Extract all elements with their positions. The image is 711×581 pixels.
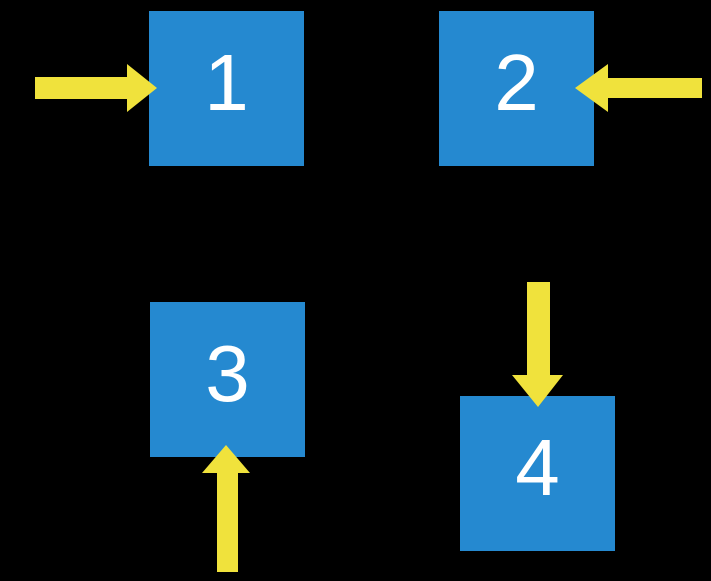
box-3-label: 3 <box>205 328 250 418</box>
arrow-right-icon <box>35 64 157 112</box>
box-2: 2 <box>439 11 594 166</box>
arrow-left-icon <box>575 64 702 112</box>
box-1-label: 1 <box>204 37 249 127</box>
arrow-down-icon <box>512 282 563 407</box>
box-4: 4 <box>460 396 615 551</box>
box-2-label: 2 <box>494 37 539 127</box>
box-4-label: 4 <box>515 422 560 512</box>
box-3: 3 <box>150 302 305 457</box>
box-1: 1 <box>149 11 304 166</box>
arrow-up-icon <box>202 445 250 572</box>
